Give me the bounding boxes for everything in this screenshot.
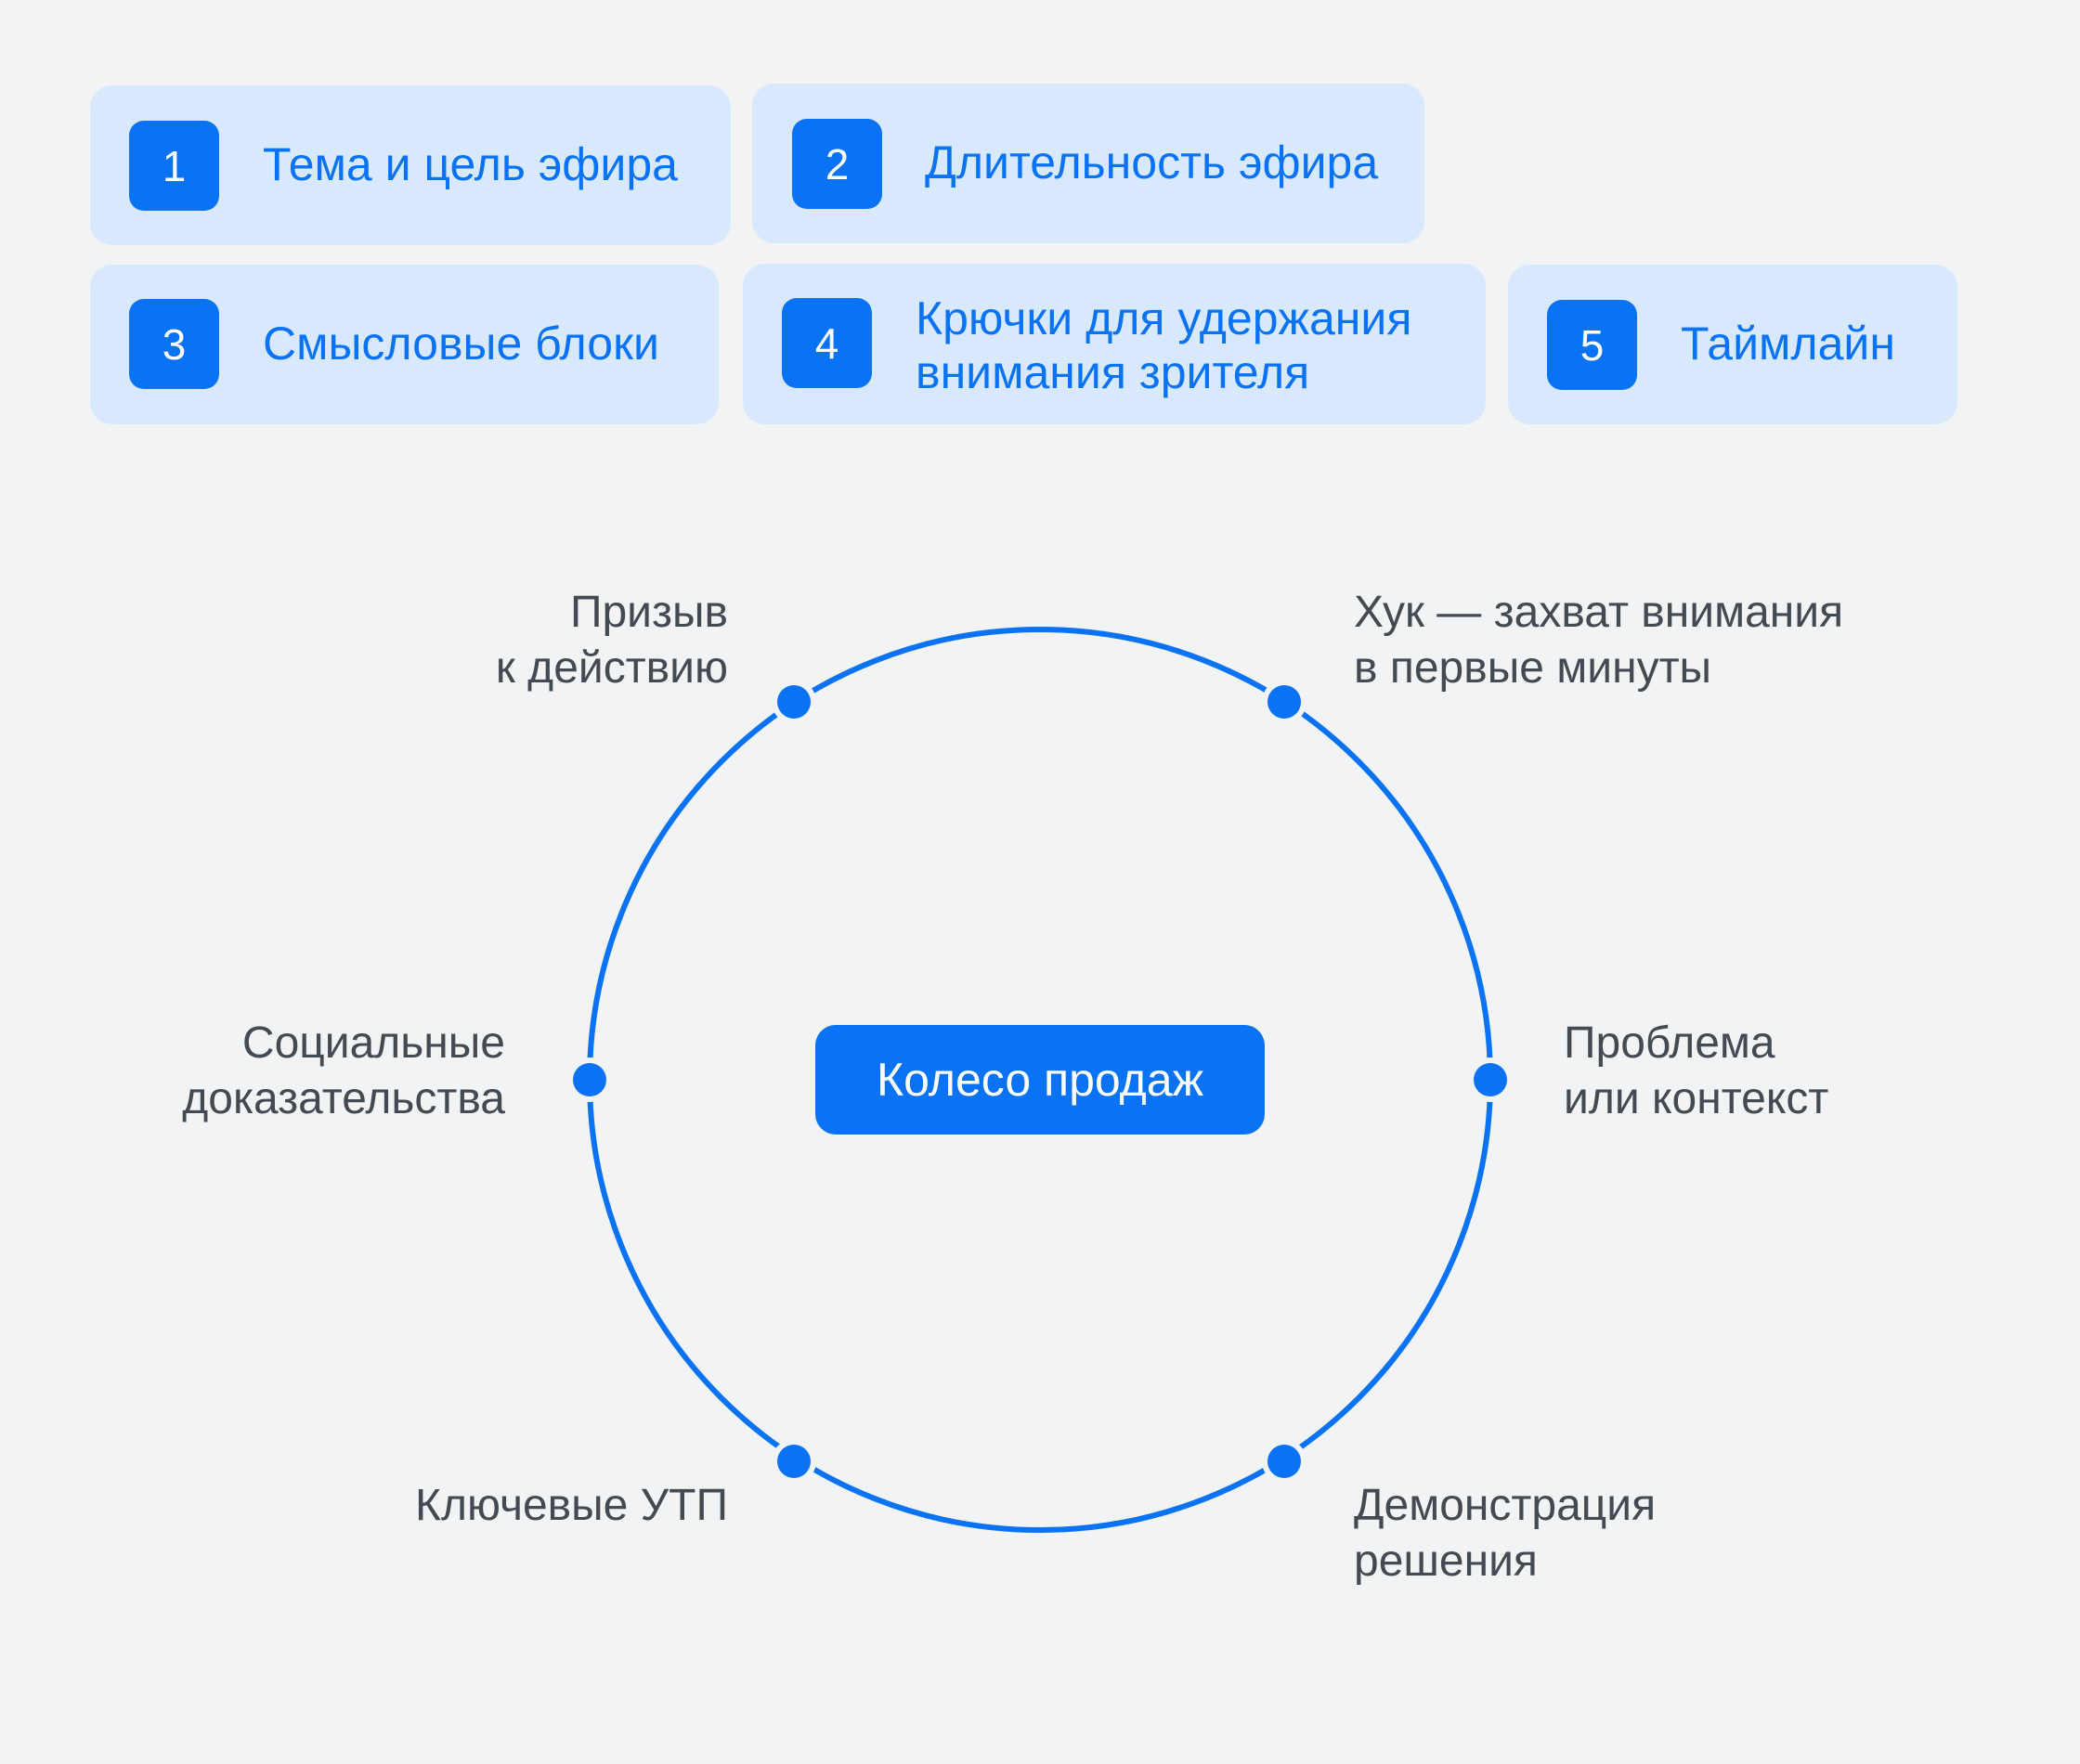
wheel-label-cta: Призыв к действию (353, 585, 728, 696)
step-card-1: 1 Тема и цель эфира (90, 85, 731, 245)
label-line: Призыв (569, 588, 728, 637)
wheel-label-problem: Проблема или контекст (1564, 1016, 1828, 1127)
wheel-center-label: Колесо продаж (815, 1025, 1265, 1135)
wheel-node-social-proof (567, 1057, 612, 1102)
step-card-3: 3 Смысловые блоки (90, 265, 719, 424)
label-line: доказательства (182, 1074, 505, 1123)
step-label: Смысловые блоки (263, 318, 659, 370)
wheel-node-problem (1468, 1057, 1513, 1102)
wheel-label-usp: Ключевые УТП (353, 1478, 728, 1534)
step-label: Длительность эфира (925, 136, 1379, 188)
step-number-badge: 5 (1547, 300, 1637, 390)
step-card-5: 5 Таймлайн (1508, 265, 1957, 424)
wheel-node-cta (772, 680, 816, 724)
step-label: Таймлайн (1681, 318, 1895, 370)
step-card-2: 2 Длительность эфира (752, 84, 1424, 243)
step-label: Тема и цель эфира (263, 138, 678, 190)
step-number-badge: 3 (129, 299, 219, 389)
label-line: или контекст (1564, 1074, 1829, 1123)
label-line: Проблема (1564, 1018, 1775, 1068)
label-line: в первые минуты (1354, 643, 1712, 693)
wheel-label-hook: Хук — захват внимания в первые минуты (1354, 585, 1843, 696)
label-line: Ключевые УТП (415, 1481, 728, 1530)
wheel-label-demo: Демонстрация решения (1354, 1478, 1656, 1589)
label-line: Хук — захват внимания (1354, 588, 1844, 637)
step-number-badge: 1 (129, 121, 219, 211)
label-line: Социальные (241, 1018, 505, 1068)
wheel-node-demo (1262, 1439, 1306, 1484)
step-number-badge: 4 (782, 298, 872, 388)
wheel-node-usp (772, 1439, 816, 1484)
step-number-badge: 2 (792, 119, 882, 209)
label-line: решения (1354, 1537, 1538, 1586)
label-line: Демонстрация (1354, 1481, 1657, 1530)
step-card-4: 4 Крючки для удержания внимания зрителя (743, 264, 1486, 424)
wheel-node-hook (1262, 680, 1306, 724)
wheel-label-social-proof: Социальные доказательства (130, 1016, 505, 1127)
label-line: к действию (495, 643, 728, 693)
step-label-line-1: Крючки для удержания (916, 292, 1412, 344)
step-label-line-2: внимания зрителя (916, 346, 1310, 398)
